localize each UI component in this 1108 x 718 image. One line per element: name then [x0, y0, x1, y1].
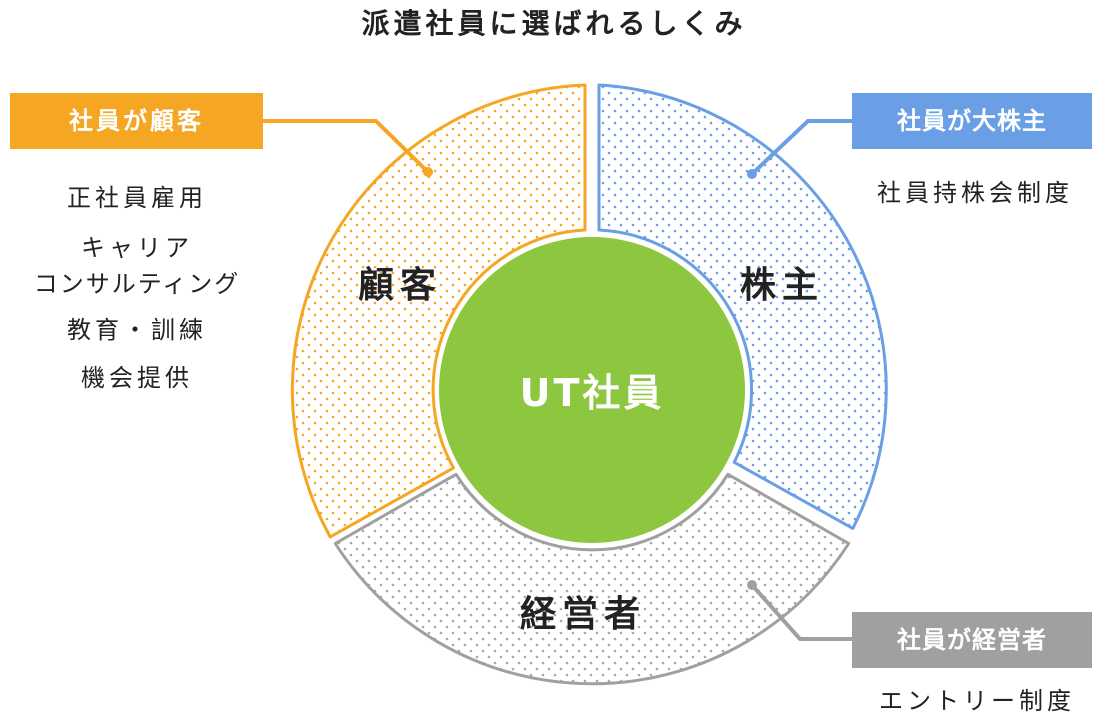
- shareholder-connector: [750, 119, 852, 176]
- shareholder-segment-label: 株主: [740, 265, 825, 306]
- customer-segment: [290, 83, 587, 539]
- center-circle: [439, 237, 745, 543]
- shareholder-badge: 社員が大株主: [852, 93, 1092, 149]
- page-title: 派遣社員に選ばれるしくみ: [361, 7, 747, 40]
- customer-connector-dot: [423, 167, 433, 177]
- list-item: 正社員雇用: [67, 184, 207, 212]
- list-item: 社員持株会制度: [877, 179, 1073, 207]
- customer-benefit-list: 正社員雇用 キャリア コンサルティング 教育・訓練 機会提供: [0, 174, 274, 402]
- manager-benefit-list: エントリー制度: [846, 683, 1108, 718]
- customer-badge: 社員が顧客: [10, 93, 263, 149]
- list-item: 教育・訓練: [67, 316, 207, 344]
- list-item: 機会提供: [81, 364, 193, 392]
- list-item: エントリー制度: [879, 687, 1075, 715]
- shareholder-benefit-list: 社員持株会制度: [852, 175, 1098, 211]
- manager-connector: [750, 583, 852, 641]
- manager-connector-dot: [747, 580, 757, 590]
- manager-badge: 社員が経営者: [852, 612, 1092, 668]
- shareholder-connector-dot: [747, 169, 757, 179]
- list-item: キャリア: [81, 234, 193, 262]
- manager-segment-label: 経営者: [520, 594, 647, 635]
- customer-segment-label: 顧客: [358, 265, 443, 306]
- customer-connector: [263, 119, 430, 174]
- center-label: UT社員: [519, 371, 665, 415]
- shareholder-segment: [597, 83, 888, 530]
- manager-segment: [333, 472, 851, 686]
- list-item: コンサルティング: [33, 270, 241, 298]
